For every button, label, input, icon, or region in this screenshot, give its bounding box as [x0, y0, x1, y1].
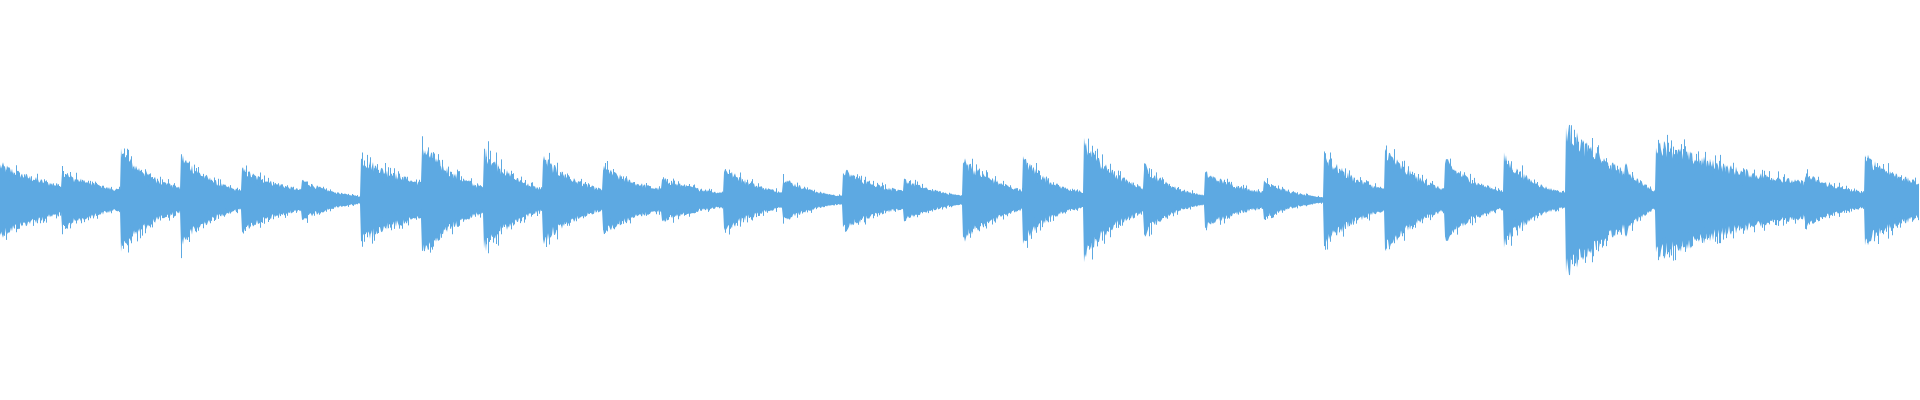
waveform-samples	[0, 125, 1919, 267]
waveform-sample-lines	[0, 125, 1919, 267]
